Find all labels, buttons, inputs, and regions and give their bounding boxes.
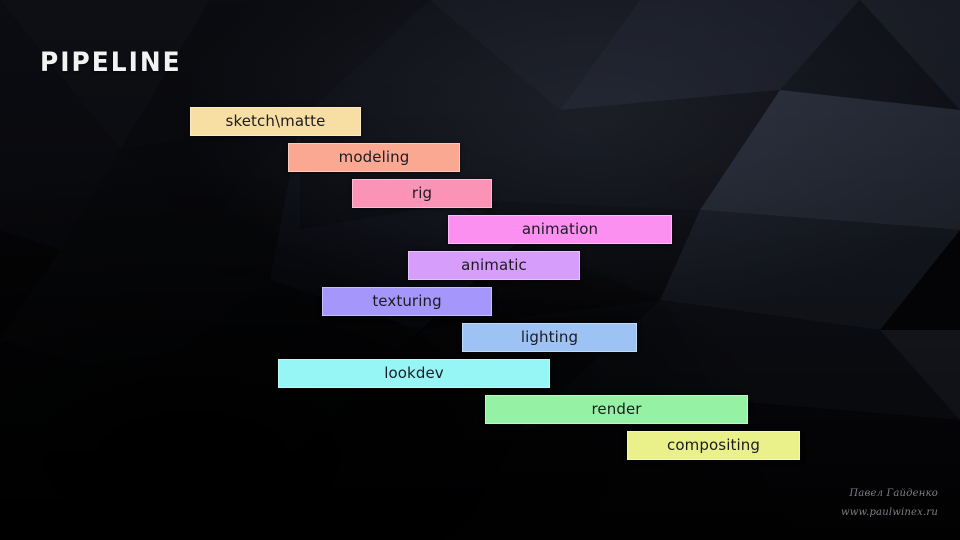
pipeline-bar: lookdev: [278, 359, 550, 388]
pipeline-bar-label: texturing: [372, 292, 442, 310]
pipeline-bar-label: modeling: [338, 148, 410, 166]
pipeline-bar-label: rig: [411, 184, 433, 202]
watermark-site: www.paulwinex.ru: [840, 507, 938, 518]
pipeline-bar: compositing: [627, 431, 800, 460]
pipeline-bar-label: render: [591, 400, 642, 418]
pipeline-bar: modeling: [288, 143, 460, 172]
pipeline-bar-label: animatic: [461, 256, 527, 274]
pipeline-bar: render: [485, 395, 748, 424]
watermark: Павел Гайденко www.paulwinex.ru: [841, 484, 938, 522]
pipeline-bar: lighting: [462, 323, 637, 352]
pipeline-bar-label: animation: [521, 220, 599, 238]
pipeline-bar-label: compositing: [667, 436, 760, 454]
page-title: PIPELINE: [40, 47, 182, 78]
pipeline-bar-label: lookdev: [384, 364, 444, 382]
pipeline-bar: texturing: [322, 287, 492, 316]
pipeline-bar-label: lighting: [520, 328, 579, 346]
pipeline-bar: animatic: [408, 251, 580, 280]
pipeline-bar: sketch\matte: [190, 107, 361, 136]
watermark-author: Павел Гайденко: [849, 488, 938, 499]
pipeline-bar: animation: [448, 215, 672, 244]
pipeline-bar: rig: [352, 179, 492, 208]
pipeline-bar-label: sketch\matte: [225, 112, 326, 130]
